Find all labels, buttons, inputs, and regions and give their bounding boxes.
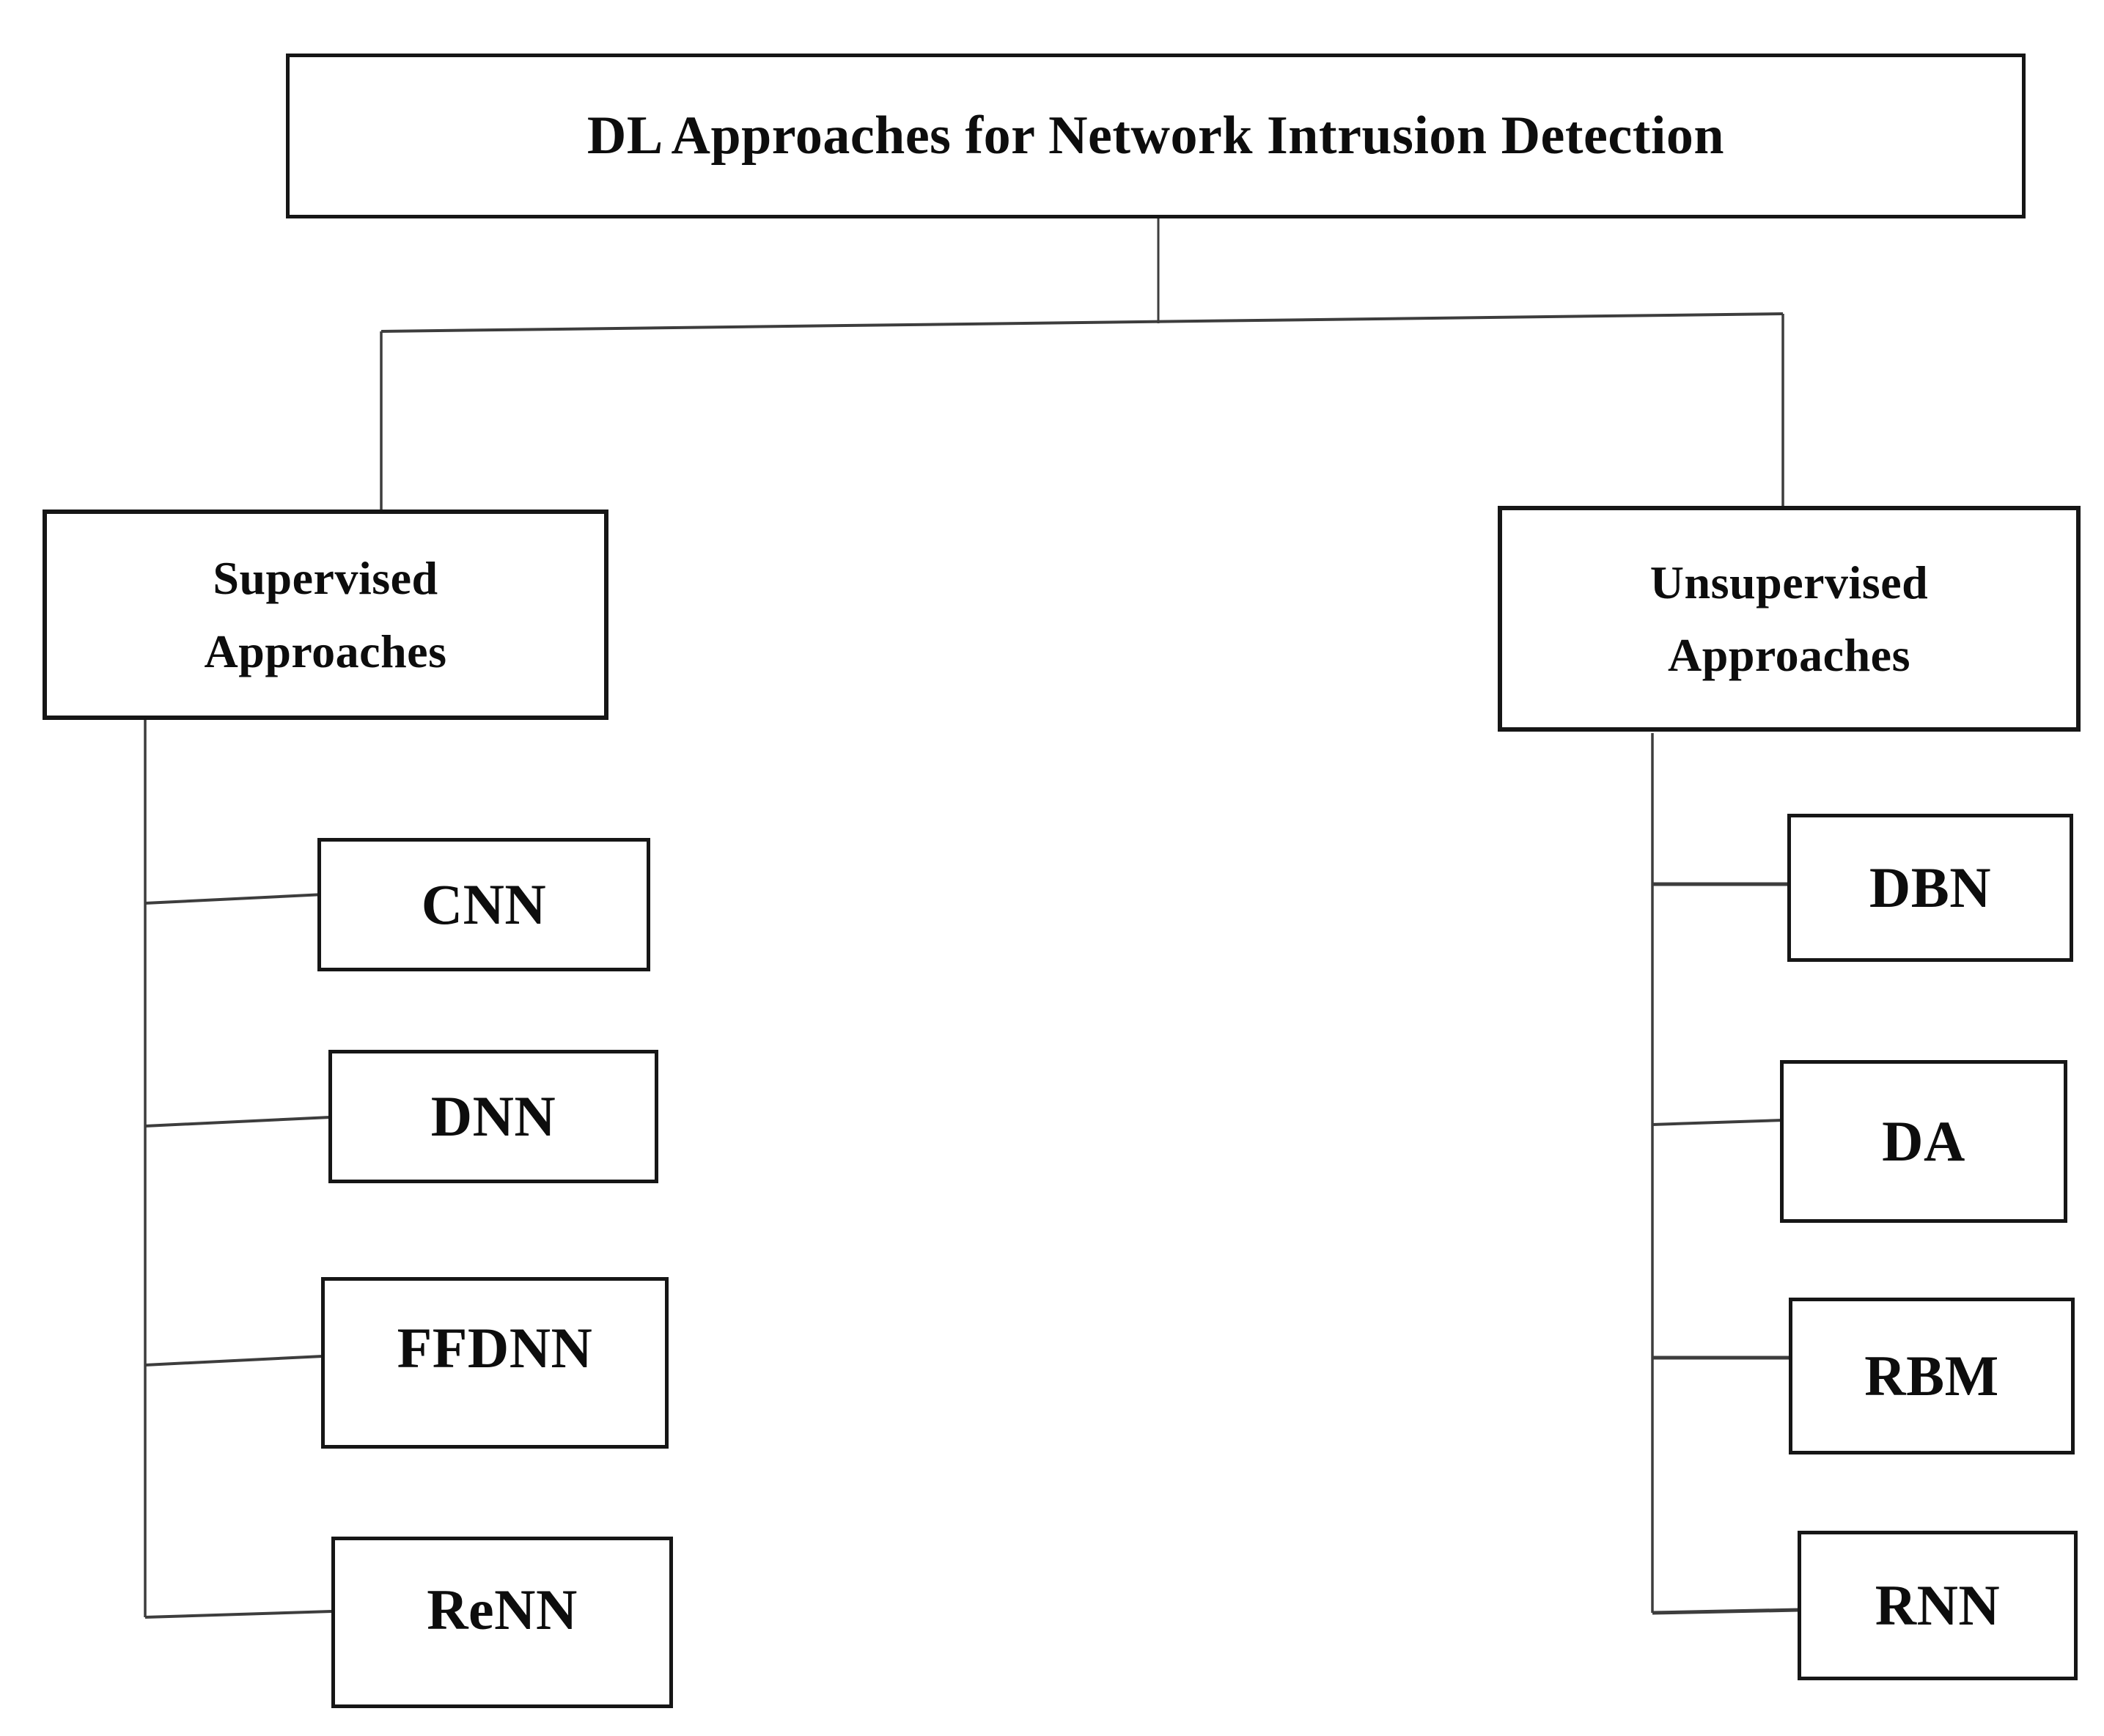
connector-rnn-stub bbox=[1652, 1608, 1800, 1615]
node-renn: ReNN bbox=[331, 1537, 673, 1708]
node-dnn-label: DNN bbox=[430, 1084, 556, 1149]
connector-main-horizontal bbox=[380, 312, 1784, 333]
node-root: DL Approaches for Network Intrusion Dete… bbox=[286, 54, 2026, 218]
connector-dnn-stub bbox=[144, 1116, 331, 1128]
node-rbm-label: RBM bbox=[1864, 1344, 1999, 1408]
node-dbn: DBN bbox=[1787, 814, 2073, 962]
node-da-label: DA bbox=[1882, 1109, 1965, 1174]
node-supervised-approaches: Supervised Approaches bbox=[43, 510, 608, 720]
connector-da-stub bbox=[1652, 1119, 1784, 1126]
node-dbn-label: DBN bbox=[1869, 856, 1992, 920]
node-rbm: RBM bbox=[1789, 1298, 2075, 1454]
node-unsupervised-label: Unsupervised Approaches bbox=[1649, 556, 1929, 681]
connector-ffdnn-stub bbox=[144, 1355, 323, 1367]
node-cnn-label: CNN bbox=[421, 872, 547, 937]
node-ffdnn-label: FFDNN bbox=[397, 1316, 593, 1380]
node-ffdnn: FFDNN bbox=[321, 1277, 669, 1449]
node-rnn: RNN bbox=[1798, 1531, 2078, 1680]
node-renn-label: ReNN bbox=[427, 1578, 578, 1642]
node-cnn: CNN bbox=[317, 838, 650, 971]
node-supervised-label: Supervised Approaches bbox=[204, 552, 447, 677]
node-root-label: DL Approaches for Network Intrusion Dete… bbox=[586, 105, 1725, 166]
node-dnn: DNN bbox=[328, 1050, 658, 1183]
connector-renn-stub bbox=[144, 1610, 332, 1619]
node-unsupervised-approaches: Unsupervised Approaches bbox=[1498, 506, 2081, 732]
node-da: DA bbox=[1780, 1060, 2067, 1223]
connector-cnn-stub bbox=[144, 893, 325, 905]
node-rnn-label: RNN bbox=[1875, 1573, 2001, 1638]
